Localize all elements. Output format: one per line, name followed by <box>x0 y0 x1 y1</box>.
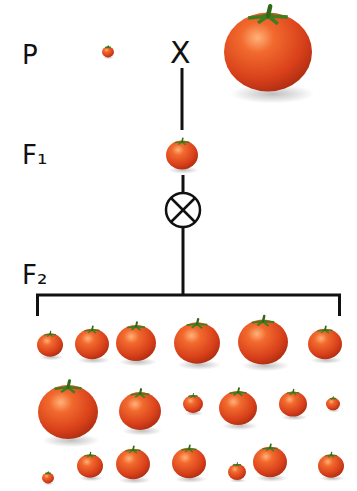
tomato-stem <box>89 452 91 455</box>
tomato-body <box>119 392 161 430</box>
tomato-stem <box>193 394 195 396</box>
tomato-body <box>219 391 257 425</box>
tomato-body <box>228 464 246 480</box>
tomato <box>42 472 54 485</box>
tomato-stem <box>269 444 272 448</box>
tomato-body <box>172 448 206 479</box>
tomato-stem <box>292 389 294 392</box>
tomato-stem <box>268 6 270 16</box>
tomato <box>238 316 289 371</box>
tomato <box>326 397 340 412</box>
tomato <box>308 326 343 364</box>
tomato <box>174 319 221 370</box>
tomato <box>119 389 162 435</box>
tomato <box>183 394 204 416</box>
tomato <box>166 138 199 173</box>
tomato-stem <box>132 446 135 450</box>
tomato <box>37 331 64 360</box>
tomato <box>219 388 258 430</box>
tomato <box>77 452 104 481</box>
tomato <box>224 6 314 103</box>
tomato-stem <box>140 389 141 394</box>
tomato <box>116 322 157 366</box>
tomato-body <box>102 47 114 58</box>
tomato-stem <box>333 397 334 399</box>
tomato-stem <box>68 381 70 388</box>
tomato-body <box>166 141 198 170</box>
tomato <box>38 381 100 447</box>
tomato-body <box>253 447 287 478</box>
tomato-stem <box>263 316 264 322</box>
tomato-stem <box>237 388 240 392</box>
tomato-body <box>318 454 344 477</box>
tomato-body <box>75 329 109 360</box>
generation-label: F₂ <box>22 262 47 288</box>
tomato <box>172 445 207 483</box>
tomato <box>102 46 114 59</box>
tomato-stem <box>197 319 198 324</box>
tomato-stem <box>108 46 109 47</box>
tomato-body <box>224 12 312 91</box>
tomato-stem <box>330 452 332 455</box>
tomato <box>279 389 308 420</box>
tomato-body <box>308 329 342 360</box>
tomato-body <box>77 454 103 477</box>
tomato-stem <box>136 322 137 326</box>
tomato-stem <box>237 463 238 465</box>
generation-label: P <box>22 42 38 68</box>
tomato-body <box>174 322 220 363</box>
tomato-body <box>37 333 63 356</box>
tomato <box>116 446 151 484</box>
tomato-stem <box>49 331 51 334</box>
tomato-stem <box>181 138 183 142</box>
tomato-body <box>279 391 307 416</box>
tomato-body <box>38 385 98 439</box>
cross-symbol: X <box>170 38 191 68</box>
tomato-body <box>326 398 340 411</box>
tomato-body <box>42 473 54 484</box>
tomato-body <box>116 325 156 361</box>
tomato-body <box>116 449 150 480</box>
tomato-body <box>183 395 203 413</box>
generation-label: F₁ <box>22 142 47 168</box>
tomato-stem <box>91 326 94 330</box>
tomato <box>75 326 110 364</box>
tomato-stem <box>48 472 49 473</box>
tomato-stem <box>324 326 327 330</box>
tomato-body <box>238 320 288 365</box>
tomato <box>228 463 246 483</box>
tomato <box>318 452 345 481</box>
tomato <box>253 444 288 482</box>
tomato-stem <box>188 445 191 449</box>
